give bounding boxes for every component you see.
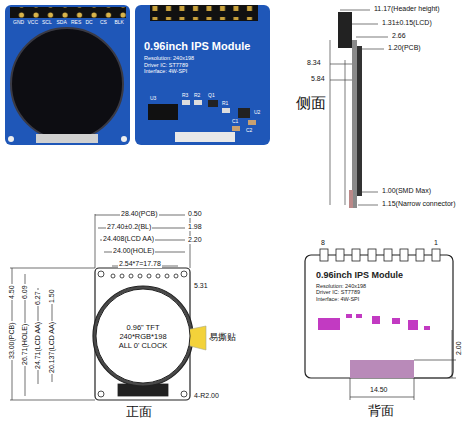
side-header <box>338 12 352 48</box>
round-lcd <box>11 28 123 140</box>
pin-label: CS <box>100 20 107 26</box>
module-spec: 240*RGB*198 <box>119 332 166 341</box>
pin-label: BLK <box>115 20 124 26</box>
dimension: 1.50 <box>48 288 56 304</box>
dimension: 24.00(HOLE) <box>112 247 155 255</box>
pin-label: SDA <box>57 20 67 26</box>
dimension: 1.31±0.15(LCD) <box>381 19 433 27</box>
dimension: 4-R2.00 <box>194 392 219 400</box>
dimension: 2.20 <box>187 236 203 244</box>
pcb-photo-front <box>5 5 130 145</box>
back-pcb-outline <box>305 255 453 378</box>
module-title: 0.96inch IPS Module <box>144 40 266 53</box>
dimension: 5.31 <box>193 282 209 290</box>
part-ref: U2 <box>254 110 260 116</box>
view-title: 正面 <box>126 405 152 419</box>
module-spec: Driver IC: ST7789 <box>144 62 266 69</box>
side-pcb <box>352 40 357 208</box>
back-flex <box>350 360 414 378</box>
dimension: 8.34 <box>306 59 322 67</box>
module-spec: ALL 0' CLOCK <box>119 341 168 350</box>
pin-label: DC <box>86 20 93 26</box>
dimension: 14.50 <box>369 386 389 394</box>
dimension: 4.50 <box>8 284 16 300</box>
dimension: 2.66 <box>391 32 407 40</box>
pin-label: GND <box>13 20 24 26</box>
dimension: 6.27 <box>34 290 42 306</box>
dimension: 1.20(PCB) <box>387 44 422 52</box>
pin-number: 1 <box>434 239 438 247</box>
part-ref: C2 <box>246 128 252 134</box>
dimension: 0.50 <box>187 210 203 218</box>
dimension: 1.15(Narrow connector) <box>381 200 457 208</box>
dimension: 1.00(SMD Max) <box>381 187 432 195</box>
dimension: 28.40(PCB) <box>120 210 159 218</box>
module-spec: Resolution: 240x198 <box>316 283 446 290</box>
module-spec: Resolution: 240x198 <box>144 55 266 62</box>
pcb-photo-back <box>135 5 270 145</box>
part-ref: R1 <box>222 101 228 107</box>
part-ref: R3 <box>182 93 188 99</box>
module-title: 0.96" TFT <box>127 323 160 332</box>
pin-label: SCL <box>42 20 52 26</box>
dimension: 33.00(PCB) <box>8 321 16 360</box>
pcb-text-panel: 0.96inch IPS ModuleResolution: 240x198Dr… <box>142 38 268 77</box>
pin-label: RES <box>71 20 81 26</box>
dimension: 2.00 <box>455 340 463 356</box>
part-ref: U3 <box>150 96 156 102</box>
part-ref: C1 <box>232 119 238 125</box>
dimension: 2.54*7=17.78 <box>118 260 162 268</box>
module-spec: Interface: 4W-SPI <box>144 68 266 75</box>
lcd-circle: 0.96" TFT240*RGB*198ALL 0' CLOCK <box>93 286 193 386</box>
dimension: 5.84 <box>310 75 326 83</box>
module-spec: Driver IC: ST7789 <box>316 289 446 296</box>
pcb-text-panel: 0.96inch IPS ModuleResolution: 240x198Dr… <box>314 268 448 305</box>
pin-number: 8 <box>321 239 325 247</box>
dimension: 24.408(LCD AA) <box>102 235 155 243</box>
part-ref: Q1 <box>208 93 215 99</box>
module-spec: Interface: 4W-SPI <box>316 296 446 303</box>
dimension: 20.137(LCD AA) <box>48 321 56 374</box>
dimension: 11.17(Header height) <box>373 5 441 13</box>
dimension: 6.09 <box>21 284 29 300</box>
pin-label: VCC <box>28 20 39 26</box>
view-title: 侧面 <box>296 95 326 112</box>
dimension: 1.98 <box>187 223 203 231</box>
view-title: 背面 <box>368 404 394 418</box>
dimension: 24.71(LCD AA) <box>34 321 42 370</box>
side-lcd <box>357 46 362 196</box>
lcd-bezel <box>93 286 193 386</box>
part-ref: R2 <box>194 93 200 99</box>
module-title: 0.96inch IPS Module <box>316 270 446 281</box>
callout-note: 易撕贴 <box>209 333 236 343</box>
dimension: 27.40±0.2(BL) <box>106 223 152 231</box>
dimension: 26.71(HOLE) <box>21 323 29 366</box>
